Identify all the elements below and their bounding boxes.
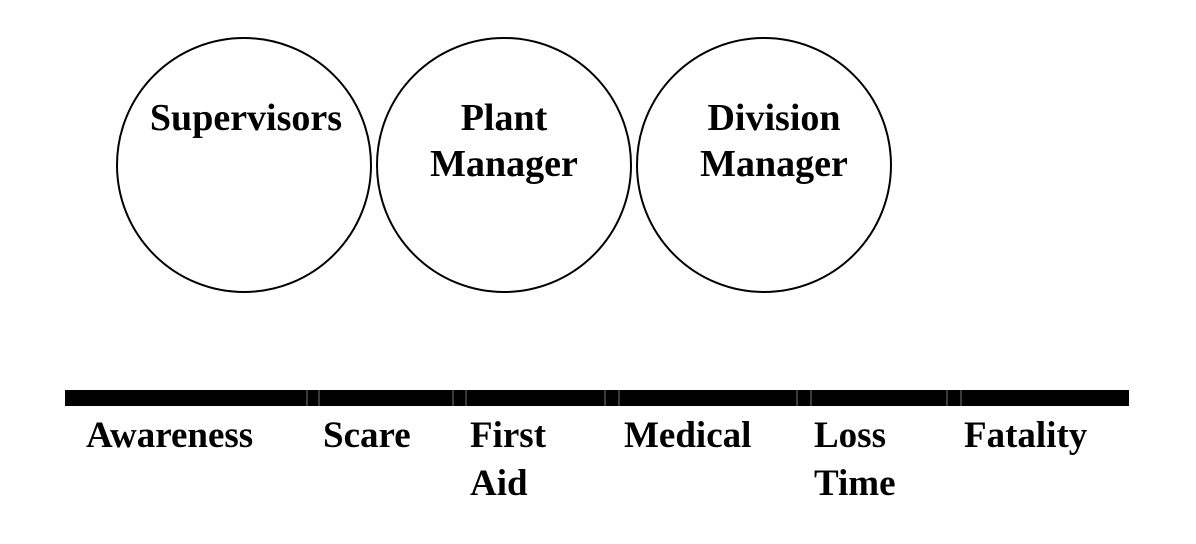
scale-tick: [465, 390, 467, 406]
stage-fatality-label: Fatality: [964, 415, 1088, 456]
supervisors-circle: [116, 37, 372, 293]
division-manager-label: Division Manager: [700, 97, 848, 185]
scale-tick: [618, 390, 620, 406]
scale-tick: [452, 390, 454, 406]
scale-tick: [318, 390, 320, 406]
scale-tick: [796, 390, 798, 406]
stage-loss-time-label: Loss Time: [814, 415, 896, 504]
scale-tick: [960, 390, 962, 406]
scale-tick: [810, 390, 812, 406]
supervisors-label: Supervisors: [149, 97, 343, 139]
plant-manager-circle: [376, 37, 632, 293]
stage-awareness-label: Awareness: [86, 415, 254, 456]
scale-tick: [306, 390, 308, 406]
severity-scale-bar: [65, 390, 1129, 406]
scale-tick: [604, 390, 606, 406]
stage-medical-label: Medical: [624, 415, 752, 456]
division-manager-circle: [636, 37, 892, 293]
stage-first-aid-label: First Aid: [470, 415, 547, 504]
scale-tick: [946, 390, 948, 406]
plant-manager-label: Plant Manager: [430, 97, 578, 185]
stage-scare-label: Scare: [323, 415, 411, 456]
